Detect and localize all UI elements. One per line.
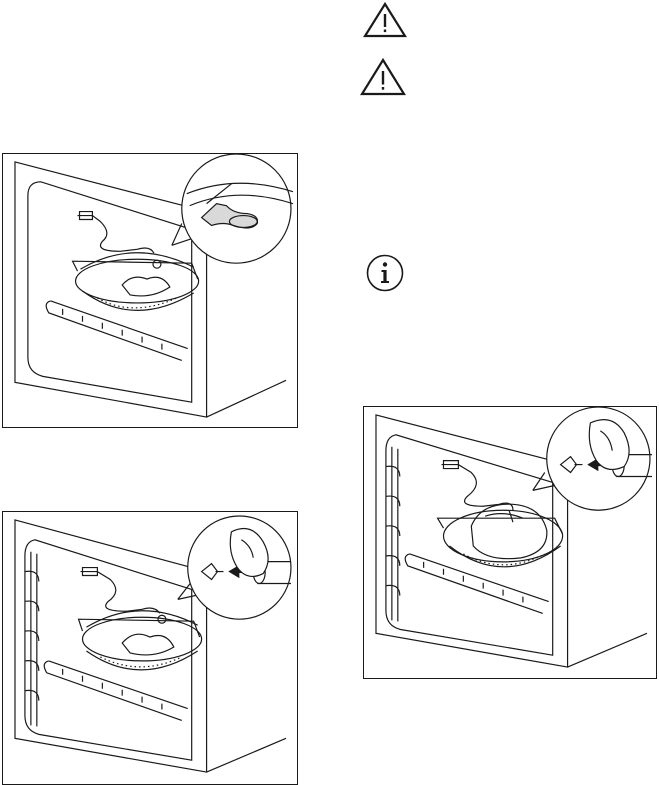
figure-connect-inlet-pipe-left	[2, 511, 298, 785]
figure-connect-inlet-pipe-right	[363, 406, 657, 679]
oven-cavity-illustration	[364, 407, 656, 678]
oven-cavity-illustration	[3, 154, 297, 427]
oven-cavity-illustration	[3, 512, 297, 784]
warning-triangle-icon	[362, 2, 408, 38]
information-circle-icon	[365, 253, 405, 293]
figure-steam-dish-inlet-detail	[2, 153, 298, 428]
warning-triangle-icon	[359, 58, 407, 96]
